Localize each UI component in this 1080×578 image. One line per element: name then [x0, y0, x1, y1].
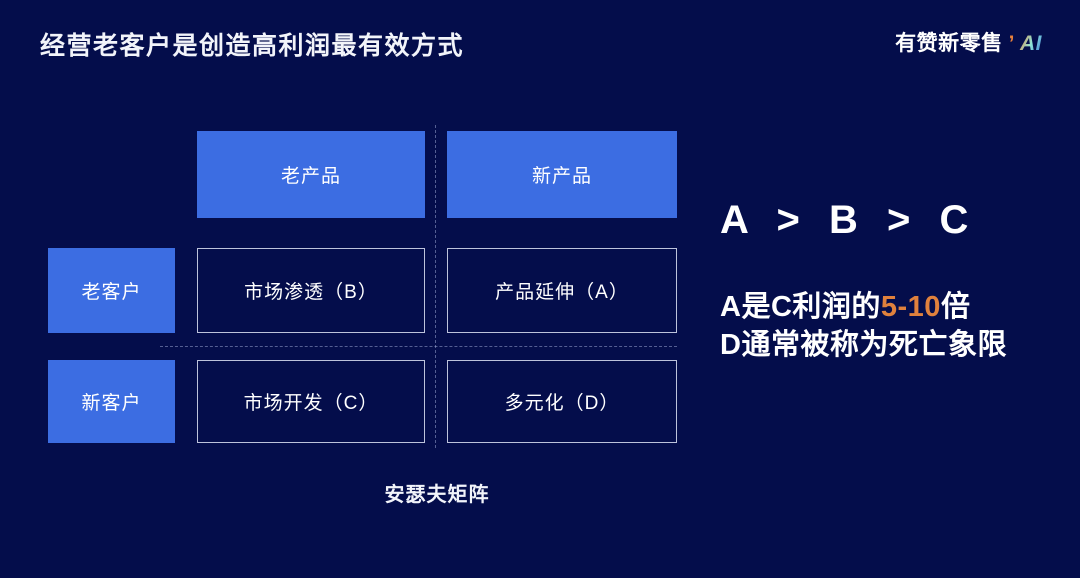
matrix-vertical-divider: [435, 125, 436, 448]
row-header-new-customers: 新客户: [48, 360, 175, 443]
matrix-horizontal-divider: [160, 346, 677, 347]
logo-tick-icon: ’: [1008, 32, 1015, 55]
page-title: 经营老客户是创造高利润最有效方式: [40, 32, 465, 60]
brand-name: 有赞新零售: [895, 32, 1003, 55]
insight-line-1: A是C利润的5-10倍: [720, 288, 1007, 326]
cell-market-penetration: 市场渗透（B）: [197, 248, 425, 333]
cell-diversification: 多元化（D）: [447, 360, 677, 443]
insight-line-2: D通常被称为死亡象限: [720, 329, 1007, 361]
cell-product-extension: 产品延伸（A）: [447, 248, 677, 333]
insight-line1-highlight: 5-10: [880, 291, 941, 323]
insight-line1-suffix: 倍: [940, 291, 971, 323]
column-header-old-products: 老产品: [197, 131, 425, 218]
insight-text: A是C利润的5-10倍 D通常被称为死亡象限: [720, 288, 1007, 364]
matrix-caption: 安瑟夫矩阵: [384, 484, 490, 506]
cell-market-development: 市场开发（C）: [197, 360, 425, 443]
profit-ranking-formula: A > B > C: [720, 198, 973, 242]
row-header-old-customers: 老客户: [48, 248, 175, 333]
brand-logo: 有赞新零售 ’ AI: [895, 27, 1042, 57]
ai-logo-icon: AI: [1017, 32, 1042, 56]
insight-line1-prefix: A是C利润的: [720, 291, 881, 323]
column-header-new-products: 新产品: [447, 131, 677, 218]
